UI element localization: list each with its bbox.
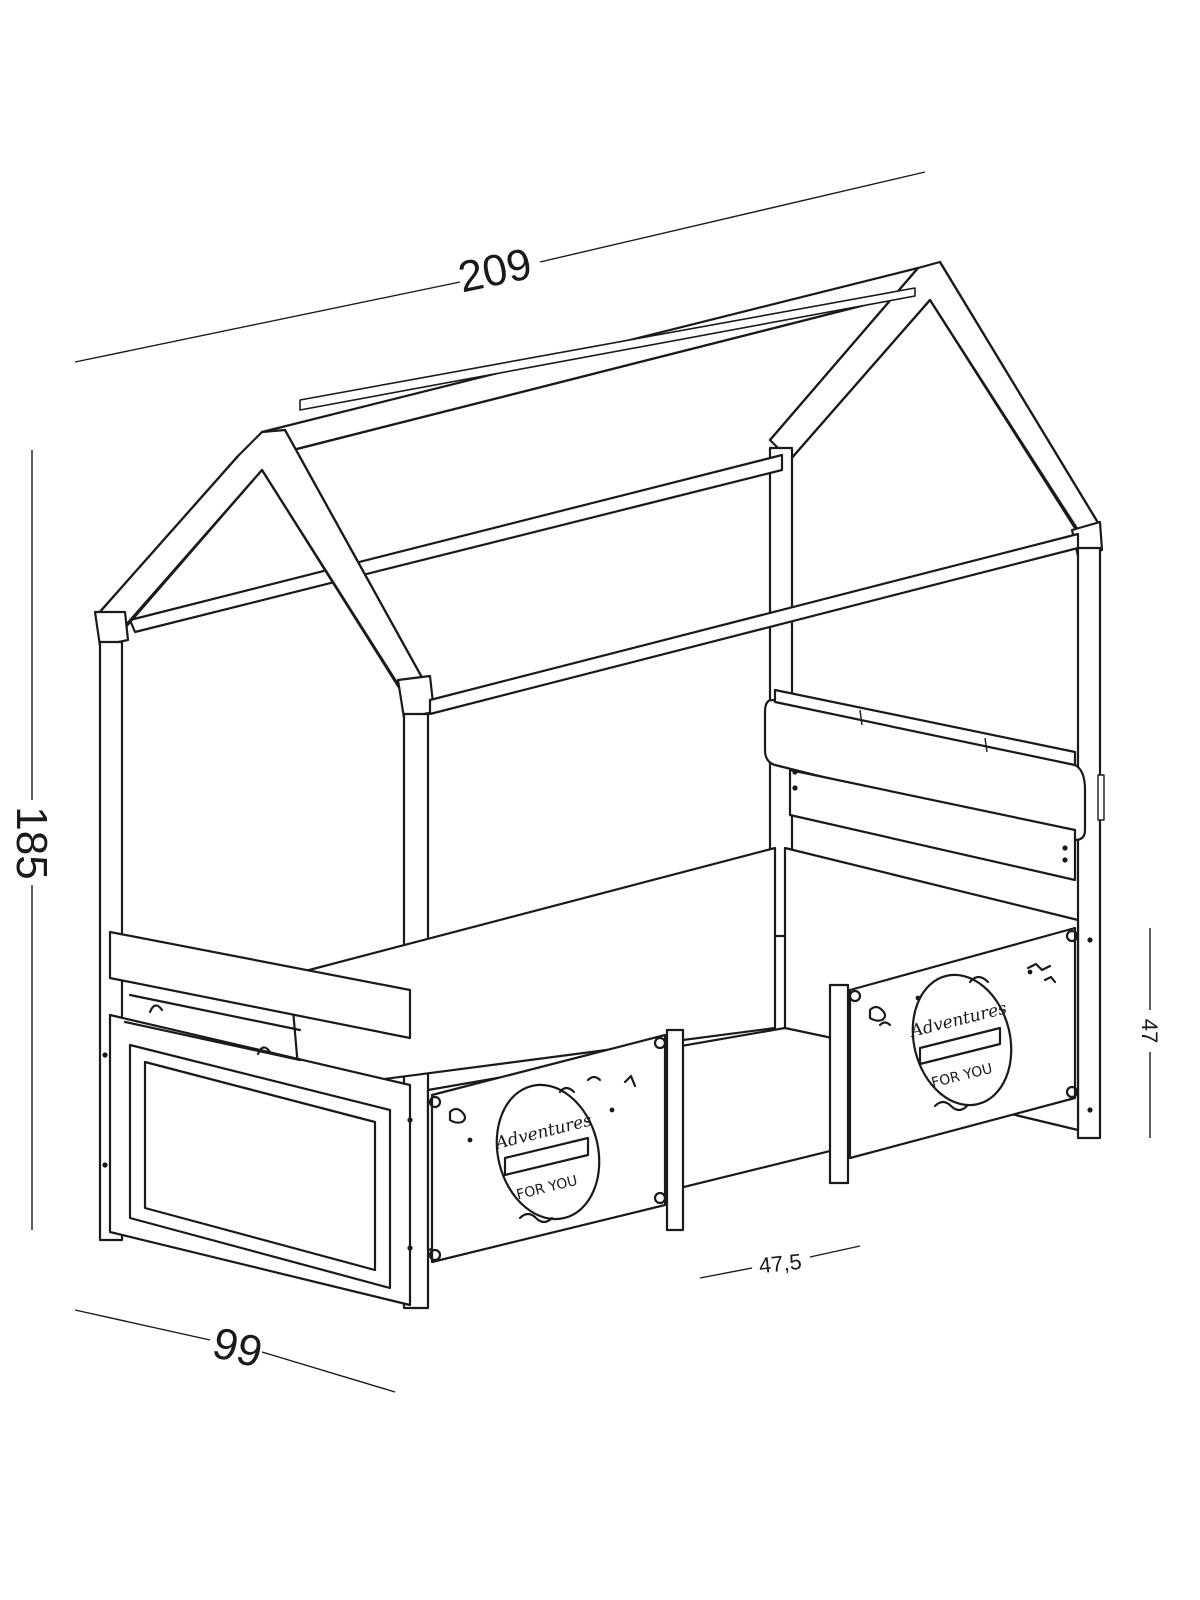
dimension-opening: 47,5	[699, 1245, 861, 1279]
upper-back-rail	[128, 287, 916, 634]
dimension-rail-height-label: 47	[1137, 1019, 1162, 1043]
side-panel-right: Adventures FOR YOU	[828, 926, 1079, 1185]
headboard	[763, 688, 1087, 882]
rear-post-bolts	[1087, 774, 1105, 1113]
footboard	[102, 930, 413, 1307]
front-gable	[93, 428, 436, 720]
middle-post	[665, 1028, 685, 1232]
dimension-length-label: 209	[454, 239, 536, 302]
dimension-length: 209	[74, 171, 926, 363]
dimension-width: 99	[74, 1309, 396, 1393]
dimension-width-label: 99	[208, 1318, 267, 1377]
upper-front-rail	[428, 532, 1080, 716]
side-panel-left: Adventures FOR YOU	[428, 1033, 667, 1264]
dimension-height-label: 185	[7, 806, 56, 879]
dimension-opening-label: 47,5	[758, 1249, 803, 1278]
dimension-height: 185	[7, 450, 56, 1230]
dimension-rail-height: 47	[1137, 928, 1162, 1138]
